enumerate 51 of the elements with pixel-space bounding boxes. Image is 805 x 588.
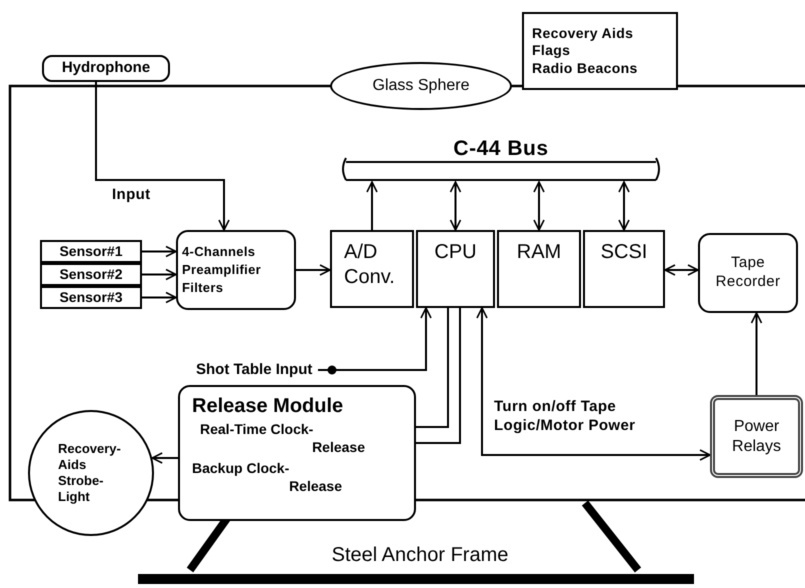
node-label: Tape Recorder [714,254,782,292]
node-label: Sensor#3 [59,288,123,307]
node-label: SCSI [600,240,648,265]
node-label: Sensor#1 [59,242,123,261]
arrow [664,264,699,276]
node-label: Flags [532,42,572,60]
node-label: Recovery Aids [532,24,634,42]
node-label: Release Module [192,394,344,419]
node-label: Glass Sphere [372,76,470,96]
node-label: 4-Channels Preamplifier Filters [182,243,262,297]
arrow [95,82,230,231]
node-label: Sensor#2 [59,265,123,284]
hydrophone-capsule [42,55,170,82]
node-label: Recovery- Aids Strobe- Light [58,440,122,506]
tape-recorder-box [698,233,798,313]
bus [340,138,662,182]
node-label: A/D Conv. [344,240,396,290]
module-box [497,230,581,308]
frame-label: Steel Anchor Frame [330,543,510,568]
node-label: Radio Beacons [532,60,639,78]
preamplifier-box [176,230,296,310]
node-label: RAM [516,240,562,265]
node-label: Hydrophone [62,58,150,78]
release-module-box [178,385,416,521]
module-box [583,230,665,308]
connector-line [416,308,449,428]
arrow [318,307,432,374]
node-label: C-44 Bus [453,138,549,159]
input-label: Shot Table Input [196,358,318,382]
arrow [142,292,177,304]
node-label: CPU [434,240,477,265]
arrow [142,268,177,280]
node-label: Real-Time Clock- Release [200,421,365,456]
sensor-box [40,286,142,309]
module-box [330,230,414,308]
arrow [618,181,630,231]
arrow [142,246,177,258]
module-box [416,230,495,308]
node-label: Power Relays [731,416,782,456]
arrow [750,312,762,395]
arrow [450,181,462,231]
power-relays-box [710,395,803,478]
arrow [533,181,545,231]
arrow [476,307,711,461]
connector-line [416,308,461,444]
arrow [296,264,331,276]
node-label: Backup Clock- Release [192,460,342,495]
sensor-box [40,263,142,286]
arrow [366,181,378,230]
sensor-box [40,240,142,263]
note-box [522,12,678,90]
